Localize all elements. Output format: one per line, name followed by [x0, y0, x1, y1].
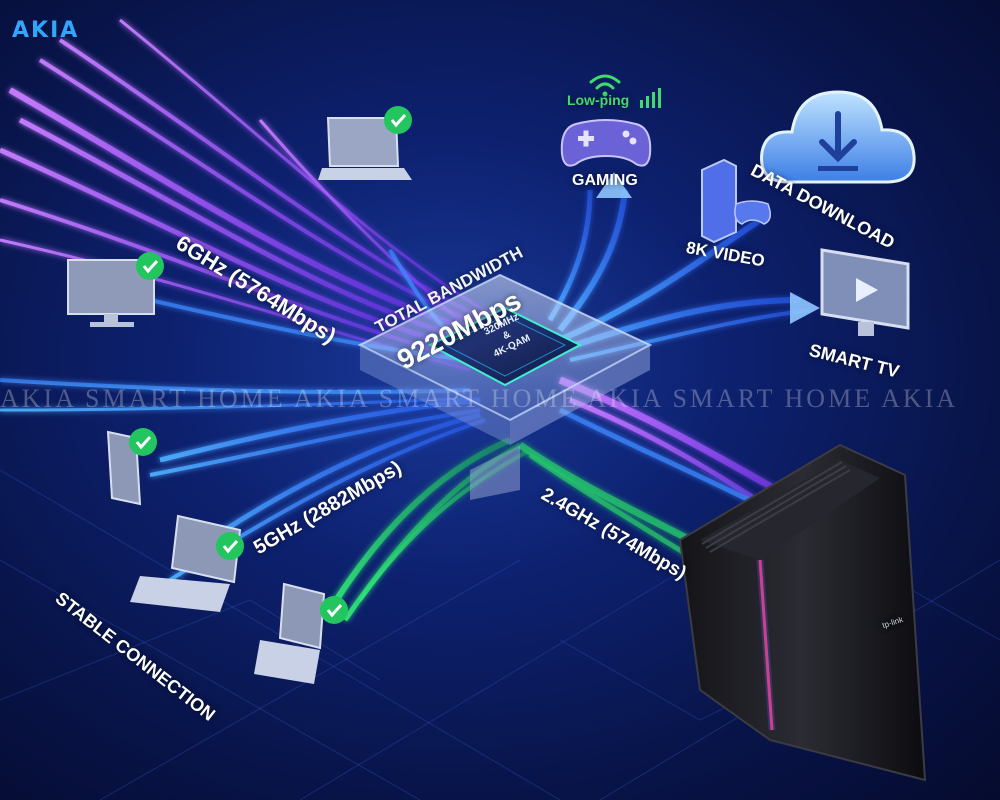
tv-icon: [820, 248, 910, 336]
signal-bars-icon: [640, 88, 661, 108]
brand-logo: AKIA: [12, 18, 80, 43]
cloud-download-icon: [760, 90, 916, 184]
chip-icon: [427, 306, 583, 387]
gaming-label: GAMING: [572, 172, 638, 189]
check-icon: [216, 532, 244, 560]
check-icon: [136, 252, 164, 280]
low-ping-label: Low-ping: [567, 92, 630, 108]
router-icon: [678, 443, 927, 782]
tv-arrow: [790, 292, 820, 324]
check-icon: [384, 106, 412, 134]
check-icon: [320, 596, 348, 624]
gamepad-icon: [560, 119, 652, 167]
console-icon: [701, 158, 771, 244]
laptop-icon: [130, 514, 242, 612]
laptop-icon: [254, 582, 326, 684]
check-icon: [129, 428, 157, 456]
watermark-text: AKIA SMART HOME AKIA SMART HOME AKIA SMA…: [0, 384, 959, 413]
gaming-arrow: [596, 172, 632, 198]
wifi-icon: [589, 74, 621, 97]
laptop-icon: [318, 117, 412, 180]
monitor-icon: [67, 259, 155, 327]
